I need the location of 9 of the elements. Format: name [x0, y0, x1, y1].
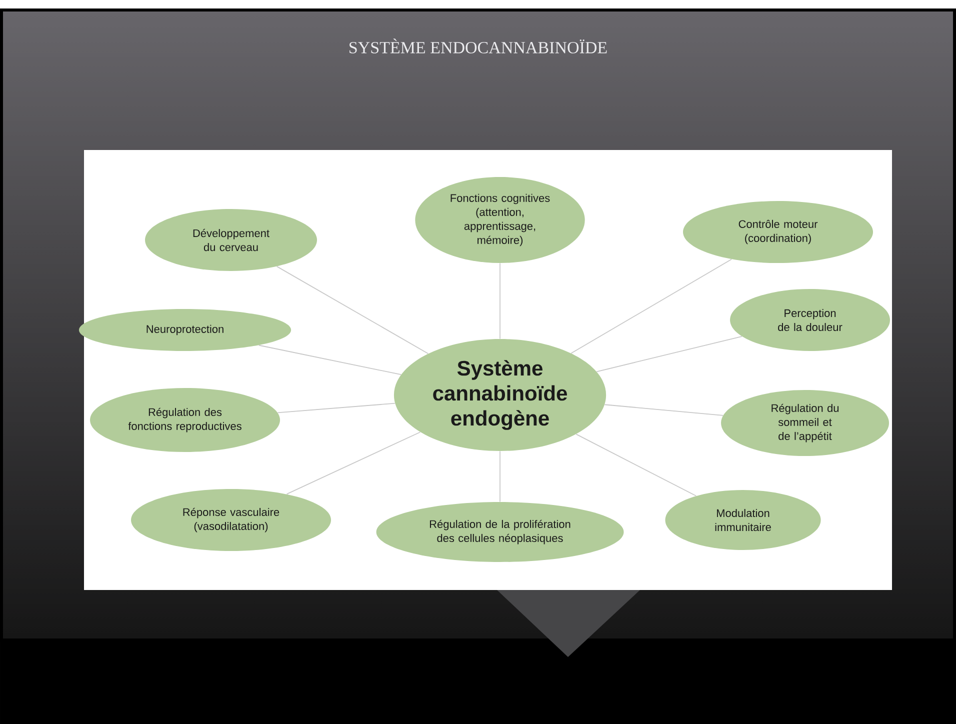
connector-line: [276, 266, 429, 354]
connector-line: [604, 404, 724, 416]
connector-line: [277, 402, 396, 414]
connector-line: [286, 432, 421, 495]
connector-line: [258, 344, 402, 376]
connector-line: [576, 434, 697, 496]
connector-line: [570, 258, 732, 354]
connector-line: [596, 336, 742, 372]
slide-title: SYSTÈME ENDOCANNABINOÏDE: [350, 38, 607, 54]
